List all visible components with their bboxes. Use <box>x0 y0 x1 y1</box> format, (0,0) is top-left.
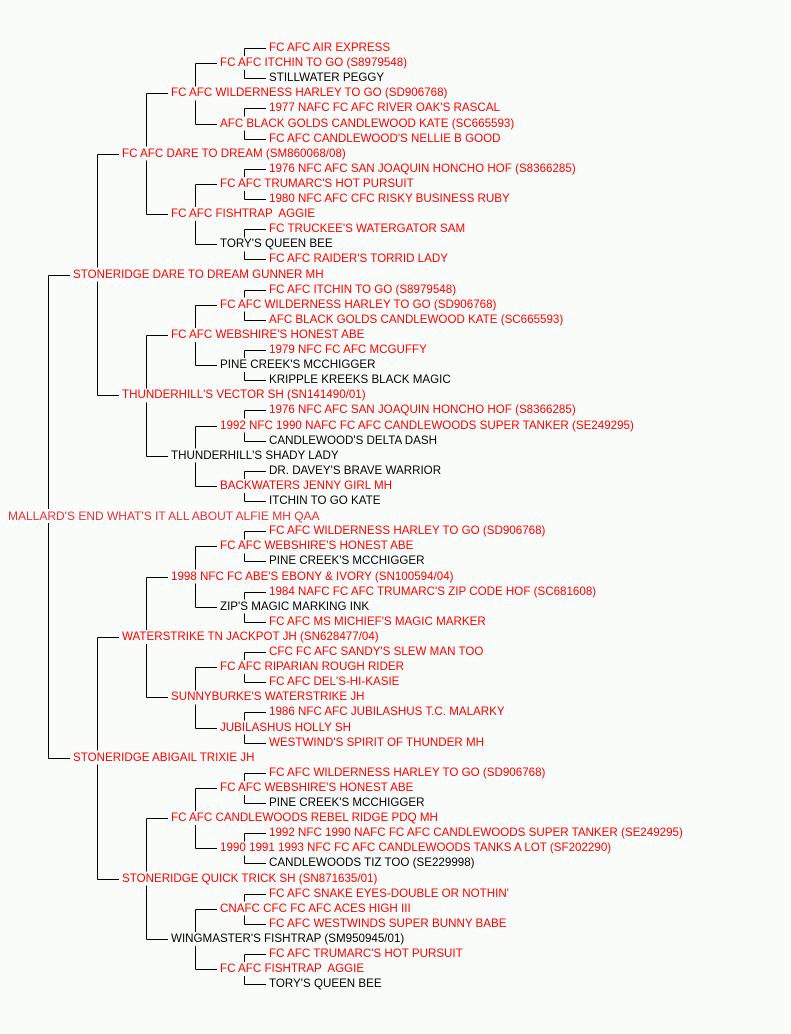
ancestor-name-gen-4: BACKWATERS JENNY GIRL MH <box>220 478 392 492</box>
ancestor-name-gen-4: FC AFC FISHTRAP AGGIE <box>220 962 365 976</box>
ancestor-name-gen-3: FC AFC WEBSHIRE'S HONEST ABE <box>171 327 365 341</box>
ancestor-name-gen-4: TORY'S QUEEN BEE <box>220 237 333 251</box>
ancestor-name-gen-5: DR. DAVEY'S BRAVE WARRIOR <box>269 463 442 477</box>
ancestor-name-gen-1: STONERIDGE ABIGAIL TRIXIE JH <box>73 750 255 764</box>
ancestor-name-gen-5: 1986 NFC AFC JUBILASHUS T.C. MALARKY <box>269 705 505 719</box>
ancestor-name-gen-2: FC AFC DARE TO DREAM (SM860068/08) <box>122 146 346 160</box>
ancestor-name-gen-4: CNAFC CFC FC AFC ACES HIGH III <box>220 901 411 915</box>
ancestor-name-gen-3: FC AFC FISHTRAP AGGIE <box>171 207 316 221</box>
ancestor-name-gen-5: CFC FC AFC SANDY'S SLEW MAN TOO <box>269 645 484 658</box>
ancestor-name-gen-4: FC AFC WEBSHIRE'S HONEST ABE <box>220 539 414 553</box>
ancestor-name-gen-3: SUNNYBURKE'S WATERSTRIKE JH <box>171 690 365 704</box>
ancestor-name-gen-1: STONERIDGE DARE TO DREAM GUNNER MH <box>73 267 324 281</box>
ancestor-name-gen-5: FC AFC WILDERNESS HARLEY TO GO (SD906768… <box>269 524 546 538</box>
ancestor-name-gen-5: FC AFC ITCHIN TO GO (S8979548) <box>269 282 457 296</box>
ancestor-name-gen-5: KRIPPLE KREEKS BLACK MAGIC <box>269 373 451 387</box>
ancestor-name-gen-3: FC AFC WILDERNESS HARLEY TO GO (SD906768… <box>171 86 448 100</box>
ancestor-name-gen-5: FC TRUCKEE'S WATERGATOR SAM <box>269 222 466 236</box>
ancestor-name-gen-5: FC AFC AIR EXPRESS <box>269 41 391 54</box>
ancestor-name-gen-5: CANDLEWOODS TIZ TOO (SE229998) <box>269 856 475 870</box>
ancestor-name-gen-5: FC AFC WILDERNESS HARLEY TO GO (SD906768… <box>269 765 546 779</box>
ancestor-name-gen-5: FC AFC SNAKE EYES-DOUBLE OR NOTHIN' <box>269 886 509 900</box>
ancestor-name-gen-3: THUNDERHILL'S SHADY LADY <box>171 448 339 462</box>
ancestor-name-gen-4: JUBILASHUS HOLLY SH <box>220 720 352 734</box>
ancestor-name-gen-4: ZIP'S MAGIC MARKING INK <box>220 599 370 613</box>
ancestor-name-gen-5: 1984 NAFC FC AFC TRUMARC'S ZIP CODE HOF … <box>269 584 597 598</box>
ancestor-name-gen-5: FC AFC TRUMARC'S HOT PURSUIT <box>269 947 463 960</box>
ancestor-name-gen-5: ITCHIN TO GO KATE <box>269 494 381 507</box>
ancestor-name-gen-2: WATERSTRIKE TN JACKPOT JH (SN628477/04) <box>122 629 379 643</box>
ancestor-name-gen-5: FC AFC RAIDER'S TORRID LADY <box>269 252 448 266</box>
ancestor-name-gen-5: 1976 NFC AFC SAN JOAQUIN HONCHO HOF (S83… <box>269 403 576 417</box>
ancestor-name-gen-2: THUNDERHILL'S VECTOR SH (SN141490/01) <box>122 388 366 402</box>
ancestor-name-gen-5: WESTWIND'S SPIRIT OF THUNDER MH <box>269 735 484 749</box>
ancestor-name-gen-5: 1980 NFC AFC CFC RISKY BUSINESS RUBY <box>269 192 510 205</box>
ancestor-name-gen-4: FC AFC WILDERNESS HARLEY TO GO (SD906768… <box>220 297 497 311</box>
ancestor-name-gen-5: 1977 NAFC FC AFC RIVER OAK'S RASCAL <box>269 101 500 115</box>
ancestor-name-gen-5: FC AFC DEL'S-HI-KASIE <box>269 675 400 689</box>
ancestor-name-gen-5: 1976 NFC AFC SAN JOAQUIN HONCHO HOF (S83… <box>269 161 576 175</box>
ancestor-name-gen-2: STONERIDGE QUICK TRICK SH (SN871635/01) <box>122 871 378 885</box>
ancestor-name-gen-5: FC AFC WESTWINDS SUPER BUNNY BABE <box>269 916 507 930</box>
ancestor-name-gen-5: CANDLEWOOD'S DELTA DASH <box>269 433 437 447</box>
ancestor-name-gen-5: FC AFC CANDLEWOOD'S NELLIE B GOOD <box>269 131 501 145</box>
ancestor-name-gen-3: 1998 NFC FC ABE'S EBONY & IVORY (SN10059… <box>171 569 454 583</box>
ancestor-name-gen-4: AFC BLACK GOLDS CANDLEWOOD KATE (SC66559… <box>220 116 515 130</box>
ancestor-name-gen-5: TORY'S QUEEN BEE <box>269 977 382 991</box>
ancestor-name-gen-5: 1992 NFC 1990 NAFC FC AFC CANDLEWOODS SU… <box>269 826 683 840</box>
ancestor-name-gen-5: STILLWATER PEGGY <box>269 71 385 85</box>
ancestor-name-gen-5: FC AFC MS MICHIEF'S MAGIC MARKER <box>269 614 486 628</box>
ancestor-name-gen-4: 1990 1991 1993 NFC FC AFC CANDLEWOODS TA… <box>220 841 612 855</box>
ancestor-name-gen-4: 1992 NFC 1990 NAFC FC AFC CANDLEWOODS SU… <box>220 418 634 432</box>
ancestor-name-gen-5: 1979 NFC FC AFC MCGUFFY <box>269 343 427 356</box>
ancestor-name-gen-4: FC AFC RIPARIAN ROUGH RIDER <box>220 660 405 674</box>
ancestor-name-gen-4: FC AFC TRUMARC'S HOT PURSUIT <box>220 176 414 190</box>
ancestor-name-gen-5: PINE CREEK'S MCCHIGGER <box>269 796 425 809</box>
ancestor-name-gen-3: WINGMASTER'S FISHTRAP (SM950945/01) <box>171 931 405 945</box>
ancestor-name-gen-3: FC AFC CANDLEWOODS REBEL RIDGE PDQ MH <box>171 811 438 825</box>
ancestor-name-gen-4: PINE CREEK'S MCCHIGGER <box>220 358 376 372</box>
ancestor-name-gen-4: FC AFC WEBSHIRE'S HONEST ABE <box>220 780 414 794</box>
ancestor-name-gen-4: FC AFC ITCHIN TO GO (S8979548) <box>220 56 408 70</box>
ancestor-name-gen-5: AFC BLACK GOLDS CANDLEWOOD KATE (SC66559… <box>269 312 564 326</box>
ancestor-name-gen-5: PINE CREEK'S MCCHIGGER <box>269 554 425 568</box>
subject-dog-name: MALLARD'S END WHAT'S IT ALL ABOUT ALFIE … <box>8 509 320 524</box>
